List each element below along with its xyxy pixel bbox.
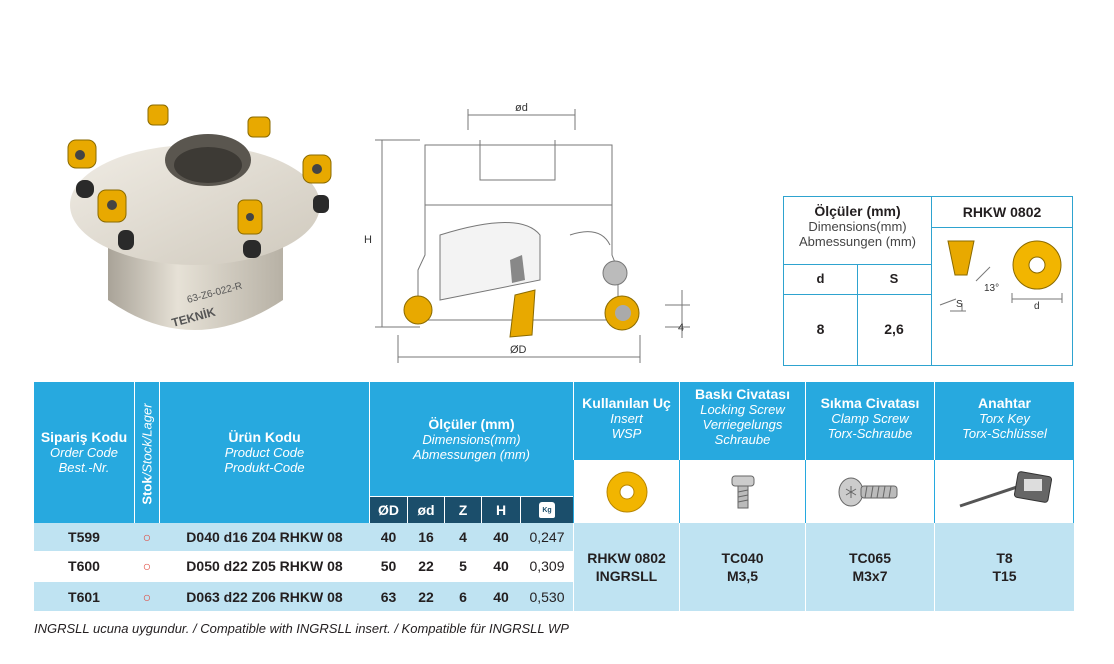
cell-outer-d: 40 [380,529,397,545]
product-code: D040 d16 Z04 RHKW 08 [186,529,343,545]
cell-outer-d: 63 [380,588,397,605]
cell-bore-d: 22 [418,588,434,605]
order-code: T599 [68,529,100,545]
order-code: T601 [68,588,100,605]
insert-name: RHKW 0802 [962,204,1042,220]
stock-indicator: ○ [142,529,152,545]
header-order: Sipariş Kodu Order Code Best.-Nr. [34,382,134,523]
drawing-label-h: H [364,234,372,246]
cell-z: 4 [459,529,467,545]
drawing-label-4: 4 [678,322,684,334]
locking-screw-image [680,460,805,523]
subheader-bore-d: ød [408,497,444,523]
drawing-label-outer-d: ØD [510,344,527,356]
order-code: T600 [68,558,100,574]
dims-title: Ölçüler (mm) [814,203,901,219]
header-torx-key: Anahtar Torx Key Torx-Schlüssel [935,382,1074,460]
subheader-h: H [482,497,520,523]
cell-h: 40 [493,558,509,574]
product-table: Sipariş Kodu Order Code Best.-Nr. Stok/S… [34,382,1074,611]
col-d: d [816,271,825,286]
val-s: 2,6 [884,321,904,337]
subheader-z: Z [445,497,481,523]
val-d: 8 [816,321,825,337]
cell-weight: 0,530 [529,588,565,605]
product-code: D063 d22 Z06 RHKW 08 [186,588,343,605]
technical-drawing: ød H ØD 4 [360,95,700,370]
insert-image [574,460,679,523]
cell-bore-d: 16 [418,529,434,545]
header-dimensions: Ölçüler (mm) Dimensions(mm) Abmessungen … [370,382,573,496]
drawing-label-od: ød [515,102,528,114]
dims-de: Abmessungen (mm) [798,234,917,249]
cell-h: 40 [493,588,509,605]
weight-icon: Kg [521,497,573,523]
table-row[interactable]: T599 ○ D040 d16 Z04 RHKW 08 40 16 4 40 0… [34,523,573,551]
cell-weight: 0,309 [529,558,565,574]
cell-h: 40 [493,529,509,545]
header-clamp-screw: Sıkma Civatası Clamp Screw Torx-Schraube [806,382,934,460]
subheader-outer-d: ØD [370,497,407,523]
cell-weight: 0,247 [529,529,565,545]
col-s: S [889,271,899,286]
header-insert: Kullanılan Uç Insert WSP [574,382,679,460]
cell-z: 5 [459,558,467,574]
insert-dimensions-box: Ölçüler (mm) Dimensions(mm) Abmessungen … [783,196,1073,366]
clamp-screw-image [806,460,934,523]
torx-key-image [935,460,1074,523]
cell-outer-d: 50 [380,558,397,574]
angle-label: 13° [984,283,999,294]
stock-indicator: ○ [142,588,152,605]
header-stock: Stok/Stock/Lager [135,382,159,523]
dims-en: Dimensions(mm) [808,219,907,234]
compatibility-note: INGRSLL ucuna uygundur. / Compatible wit… [34,621,569,636]
product-code: D050 d22 Z05 RHKW 08 [186,558,343,574]
table-row[interactable]: T601 ○ D063 d22 Z06 RHKW 08 63 22 6 40 0… [34,582,573,611]
cell-bore-d: 22 [418,558,434,574]
label-d: d [1034,301,1040,312]
table-row[interactable]: T600 ○ D050 d22 Z05 RHKW 08 50 22 5 40 0… [34,552,573,580]
label-s: S [956,299,963,310]
milling-cutter-photo: TEKNİK 63-Z6-022-R [48,95,348,345]
stock-indicator: ○ [142,558,152,574]
header-locking-screw: Baskı Civatası Locking Screw Verriegelun… [680,382,805,460]
header-product: Ürün Kodu Product Code Produkt-Code [160,382,369,523]
cell-z: 6 [459,588,467,605]
insert-diagram: 13° S d [932,229,1072,363]
